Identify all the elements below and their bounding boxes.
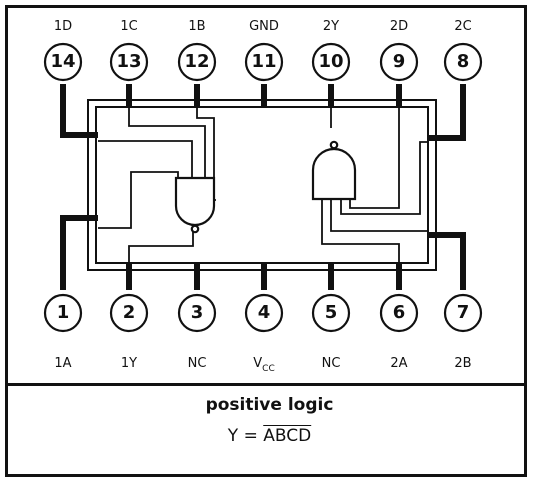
pin-number-11: 11 (251, 51, 277, 72)
pin-number-14: 14 (50, 51, 76, 72)
bottom-pin-circles (43, 293, 483, 333)
nand-gate-1 (174, 176, 216, 234)
pin-number-9: 9 (392, 51, 406, 72)
pin-label-1b: 1B (188, 19, 206, 34)
top-pin-leads (60, 84, 466, 141)
pin-label-2c: 2C (454, 19, 472, 34)
nand-gate-2 (311, 140, 357, 201)
pin-number-13: 13 (116, 51, 142, 72)
pin-label-2d: 2D (389, 19, 409, 34)
pin-number-6: 6 (392, 302, 406, 323)
pin-number-4: 4 (257, 302, 271, 323)
vcc-subscript: CC (262, 364, 275, 374)
pin-label-2a: 2A (390, 356, 408, 371)
pin-number-7: 7 (456, 302, 470, 323)
pin-label-1a: 1A (54, 356, 72, 371)
pin-label-1y: 1Y (120, 356, 138, 371)
equation-overlined-term: ABCD (263, 426, 312, 446)
pin-label-nc-5: NC (321, 356, 341, 371)
figure-frame (5, 5, 527, 477)
pin-number-10: 10 (318, 51, 344, 72)
pin-label-2b: 2B (454, 356, 472, 371)
pin-number-3: 3 (190, 302, 204, 323)
caption-title: positive logic (205, 395, 334, 415)
vcc-main: V (253, 356, 263, 371)
caption-equation: Y = ABCD (0, 426, 539, 446)
pin-label-vcc: VCC (242, 356, 286, 374)
pin-label-1d: 1D (53, 19, 73, 34)
pin-label-2y: 2Y (322, 19, 340, 34)
equation-prefix: Y = (227, 426, 258, 446)
top-pin-circles (43, 42, 483, 82)
pin-number-12: 12 (184, 51, 210, 72)
bottom-pin-leads (60, 215, 466, 290)
package-outline-inner (95, 106, 429, 264)
pin-label-nc-3: NC (187, 356, 207, 371)
caption-divider (5, 383, 527, 386)
pin-number-8: 8 (456, 51, 470, 72)
pin-label-gnd: GND (249, 19, 279, 34)
pin-number-2: 2 (122, 302, 136, 323)
pin-number-1: 1 (56, 302, 70, 323)
pin-number-5: 5 (324, 302, 338, 323)
pin-label-1c: 1C (120, 19, 138, 34)
gate2-wiring (321, 108, 428, 262)
